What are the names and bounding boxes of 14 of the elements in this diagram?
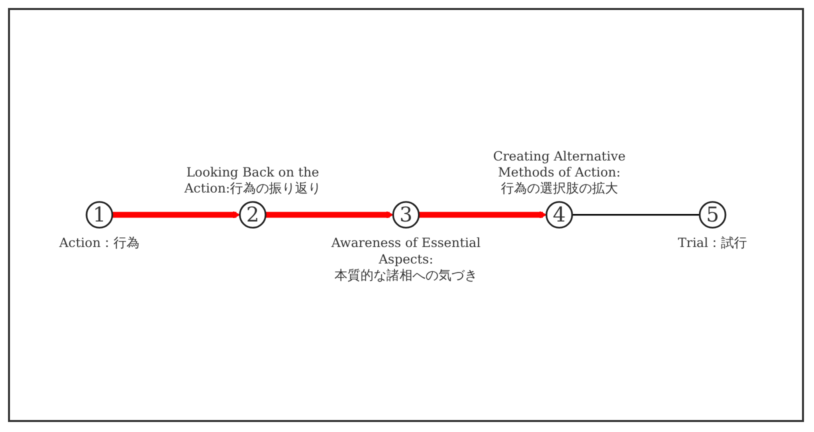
step-caption: Action：行為 (59, 236, 140, 252)
node-circle: 1 (86, 201, 114, 229)
arrow (112, 211, 240, 219)
node-circle: 4 (546, 201, 573, 229)
step-caption: Trial：試行 (678, 236, 748, 252)
node-circle: 3 (392, 201, 420, 229)
step-caption: Looking Back on the Action:行為の振り返り (184, 166, 322, 197)
arrow (266, 211, 394, 219)
node-circle: 2 (239, 201, 266, 229)
node-circle: 5 (698, 201, 726, 229)
arrow (418, 211, 547, 219)
step-caption: Creating Alternative Methods of Action: 行為の選択肢の拡大 (493, 150, 626, 197)
connector (572, 214, 700, 216)
step-caption: Awareness of Essential Aspects: 本質的な諸相への気づき (331, 236, 481, 284)
